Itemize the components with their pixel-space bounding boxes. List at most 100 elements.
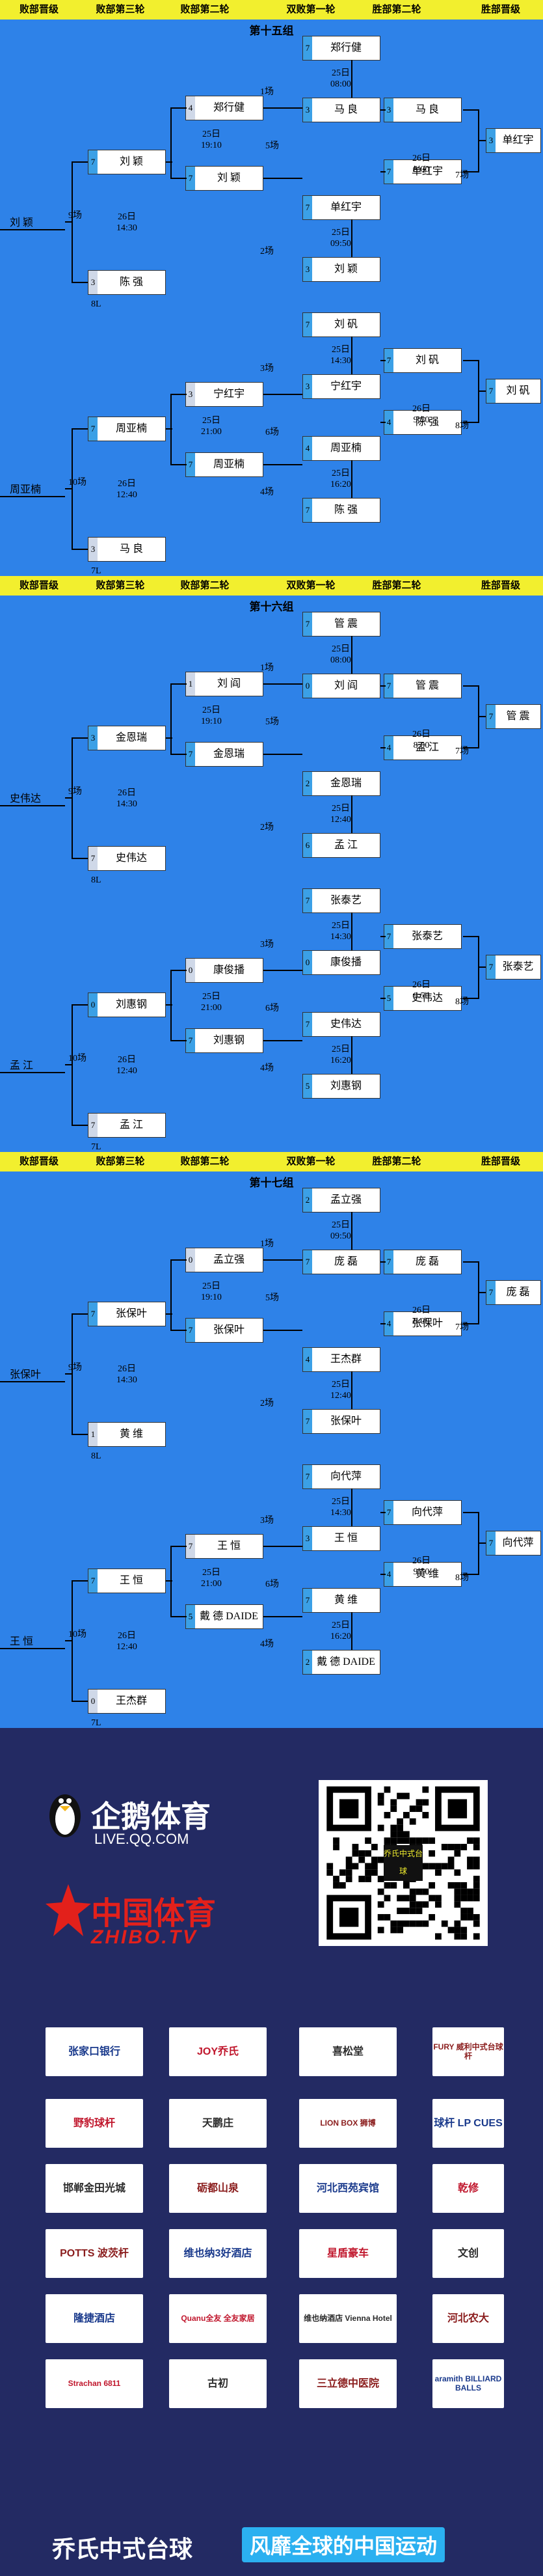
sponsor-logo[interactable]: 砺都山泉 [169, 2164, 267, 2213]
sponsor-logo[interactable]: aramith BILLIARD BALLS [432, 2359, 504, 2408]
score: 7 [186, 743, 195, 766]
sponsor-logo[interactable]: 张家口银行 [46, 2027, 143, 2076]
loser-qualifier[interactable]: 张保叶 [10, 1365, 41, 1381]
match-number: 5场 [265, 1291, 279, 1304]
sponsor-logo[interactable]: 古初 [169, 2359, 267, 2408]
sponsor-logo[interactable]: 文创 [432, 2229, 504, 2278]
sponsor-logo[interactable]: 邯郸金田光城 [46, 2164, 143, 2213]
sponsor-logo[interactable]: 三立德中医院 [299, 2359, 397, 2408]
bracket-line [170, 754, 187, 755]
qr-code[interactable]: 乔氏中式台球 [319, 1780, 488, 1946]
loser-qualifier[interactable]: 周亚楠 [10, 480, 41, 496]
sponsor-logo[interactable]: 维也纳酒店 Vienna Hotel [299, 2294, 397, 2343]
sponsor-logo[interactable]: Strachan 6811 [46, 2359, 143, 2408]
eliminated-label: 7L [91, 1718, 101, 1728]
score: 5 [384, 987, 393, 1010]
bracket-line [170, 970, 187, 971]
loser-qualifier[interactable]: 孟 江 [10, 1056, 33, 1072]
loser-qualifier[interactable]: 刘 颖 [10, 213, 33, 229]
loser-qualifier[interactable]: 王 恒 [10, 1632, 33, 1648]
sponsor-logo[interactable]: 野豹球杆 [46, 2099, 143, 2148]
sponsor-logo[interactable]: 天鹏庄 [169, 2099, 267, 2148]
sponsor-logo[interactable]: 喜松堂 [299, 2027, 397, 2076]
sponsor-logo[interactable]: LION BOX 狮博 [299, 2099, 397, 2148]
sponsor-logo[interactable]: JOY乔氏 [169, 2027, 267, 2076]
player-name: 张保叶 [195, 1319, 263, 1342]
sponsor-logo[interactable]: 隆捷酒店 [46, 2294, 143, 2343]
sponsor-logo[interactable]: Quanu全友 全友家居 [169, 2294, 267, 2343]
sponsor-logo[interactable]: 河北农大 [432, 2294, 504, 2343]
sponsor-logo[interactable]: 河北西苑宾馆 [299, 2164, 397, 2213]
sponsor-logo[interactable]: 星盾豪车 [299, 2229, 397, 2278]
sponsor-logo-text: 星盾豪车 [327, 2248, 369, 2260]
match-date: 26日 [402, 404, 441, 415]
sponsor-logo[interactable]: POTTS 波茨杆 [46, 2229, 143, 2278]
sponsor-logo[interactable]: FURY 威利中式台球杆 [432, 2027, 504, 2076]
sponsor-logo[interactable]: 维也纳3好酒店 [169, 2229, 267, 2278]
sponsor-logo[interactable]: 乾修 [432, 2164, 504, 2213]
loser-qualifier[interactable]: 史伟达 [10, 789, 41, 805]
sponsor-logo[interactable]: 球杆 LP CUES [432, 2099, 504, 2148]
